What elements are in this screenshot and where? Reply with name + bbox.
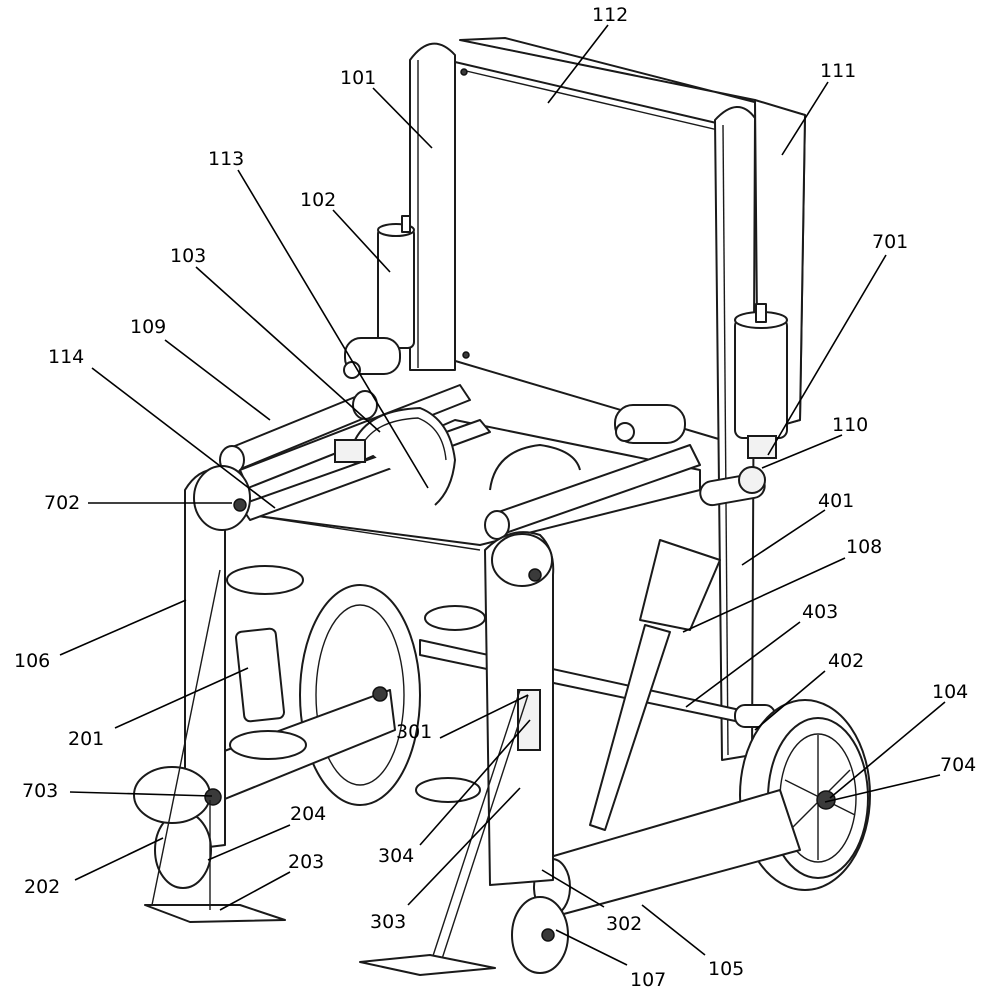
label-302: 302 xyxy=(606,913,642,935)
column-301 xyxy=(484,531,555,886)
shaft-110 xyxy=(699,466,766,507)
label-107: 107 xyxy=(630,969,666,991)
left-post-101 xyxy=(409,42,456,371)
roller-109 xyxy=(219,337,401,475)
cylinder-201 xyxy=(226,565,307,760)
label-114: 114 xyxy=(48,346,84,368)
label-402: 402 xyxy=(828,650,864,672)
label-204: 204 xyxy=(290,803,326,825)
label-201: 201 xyxy=(68,728,104,750)
column-106 xyxy=(184,465,251,851)
label-304: 304 xyxy=(378,845,414,867)
label-105: 105 xyxy=(708,958,744,980)
back-panel-112 xyxy=(451,61,726,441)
label-403: 403 xyxy=(802,601,838,623)
label-110: 110 xyxy=(832,414,868,436)
label-109: 109 xyxy=(130,316,166,338)
label-703: 703 xyxy=(22,780,58,802)
label-104: 104 xyxy=(932,681,968,703)
left-cylinder-102 xyxy=(377,215,415,349)
label-303: 303 xyxy=(370,911,406,933)
label-701: 701 xyxy=(872,231,908,253)
label-101: 101 xyxy=(340,67,376,89)
link-105 xyxy=(533,789,801,916)
label-704: 704 xyxy=(940,754,976,776)
label-702: 702 xyxy=(44,492,80,514)
label-106: 106 xyxy=(14,650,50,672)
label-202: 202 xyxy=(24,876,60,898)
label-103: 103 xyxy=(170,245,206,267)
label-301: 301 xyxy=(396,721,432,743)
label-108: 108 xyxy=(846,536,882,558)
middle-wheel xyxy=(199,584,421,806)
leg-303-304 xyxy=(359,605,529,976)
foot-plate-203 xyxy=(144,569,286,923)
label-113: 113 xyxy=(208,148,244,170)
wheel-107 xyxy=(511,896,569,974)
roller-right xyxy=(484,404,701,540)
strap-right xyxy=(489,444,581,491)
label-112: 112 xyxy=(592,4,628,26)
label-203: 203 xyxy=(288,851,324,873)
label-102: 102 xyxy=(300,189,336,211)
reference-labels: 112 101 111 113 102 701 103 109 114 110 … xyxy=(14,4,976,991)
label-111: 111 xyxy=(820,60,856,82)
leader-lines xyxy=(59,24,946,966)
strap-103 xyxy=(334,407,456,506)
actuator-108 xyxy=(589,539,721,831)
label-401: 401 xyxy=(818,490,854,512)
